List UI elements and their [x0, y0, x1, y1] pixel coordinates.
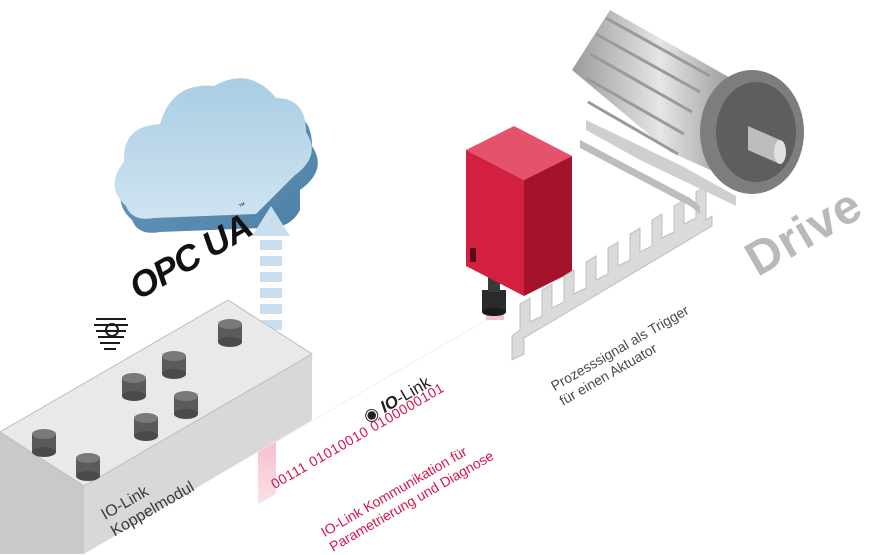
cloud-icon [114, 78, 318, 233]
motor-icon [572, 10, 804, 214]
port [162, 351, 186, 379]
port [32, 429, 56, 457]
port [218, 319, 242, 347]
sensor-icon [466, 126, 572, 296]
opc-ua-logo-icon [94, 318, 128, 350]
port [134, 413, 158, 441]
port [76, 453, 100, 481]
module-ports [32, 319, 242, 481]
port [122, 373, 146, 401]
port [174, 391, 198, 419]
